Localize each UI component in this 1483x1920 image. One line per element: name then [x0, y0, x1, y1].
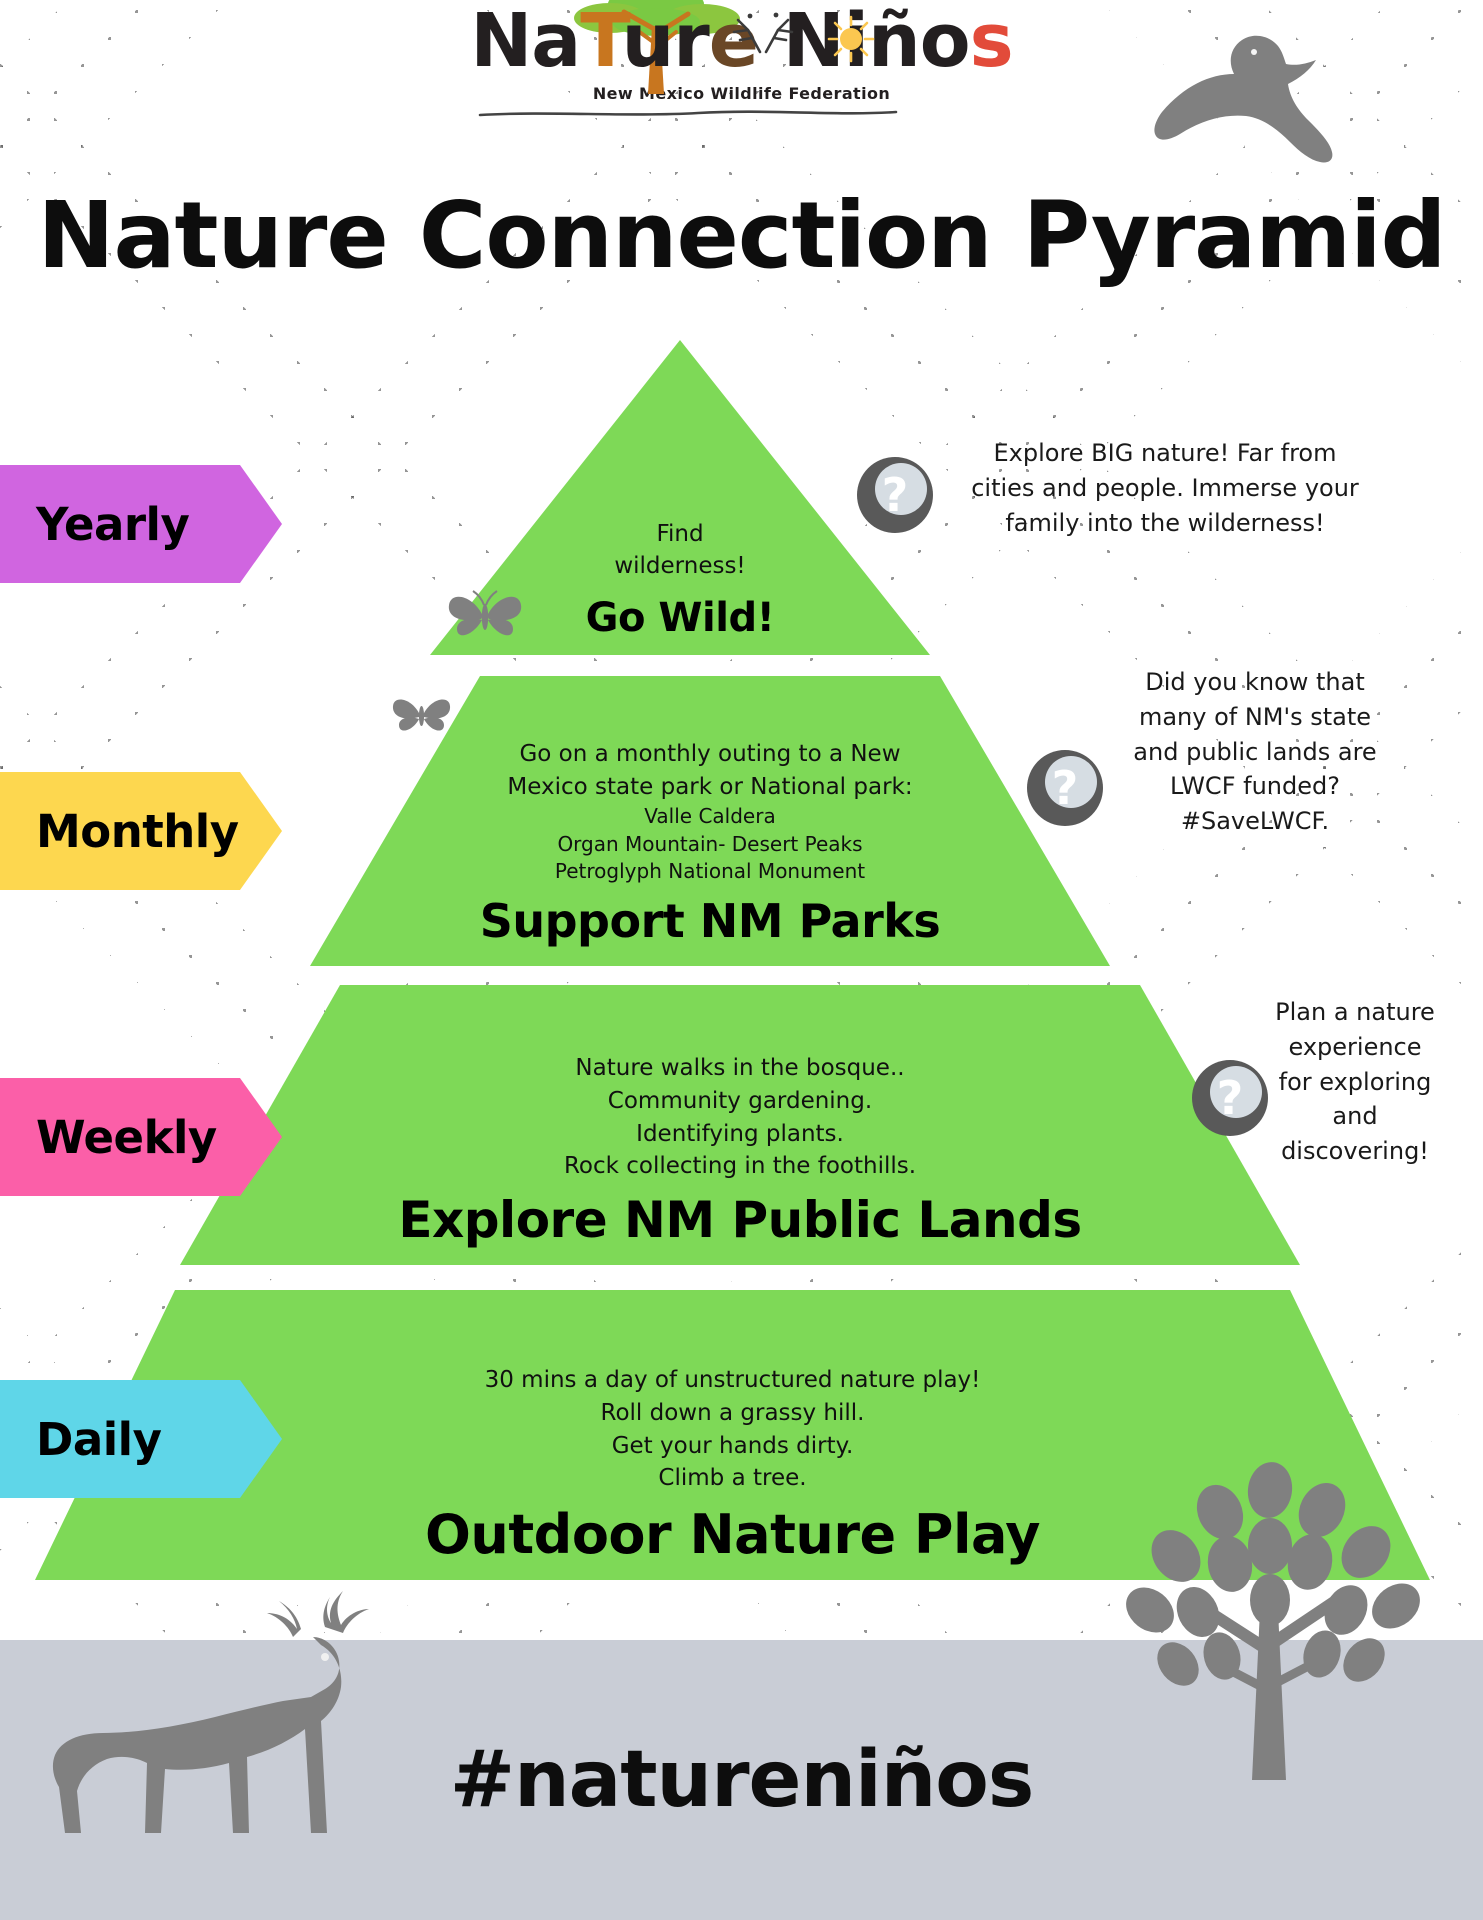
- frequency-flag-yearly[interactable]: Yearly: [0, 465, 282, 583]
- pyramid-tier-monthly: Go on a monthly outing to a New Mexico s…: [310, 676, 1110, 966]
- logo-text-ur: ur: [621, 0, 710, 84]
- tier-yearly-detail: Find wilderness!: [614, 520, 746, 580]
- tier-yearly-shape: [430, 340, 930, 655]
- tier-weekly-detail: Nature walks in the bosque.. Community g…: [563, 1055, 917, 1180]
- note-monthly: Did you know that many of NM's state and…: [1133, 668, 1377, 836]
- tier-monthly-detail: Go on a monthly outing to a New Mexico s…: [507, 740, 913, 800]
- flag-daily-label: Daily: [36, 1412, 162, 1466]
- butterfly-icon: [448, 590, 522, 636]
- footer-hashtag: #natureniños: [449, 1735, 1035, 1825]
- logo-text-na: Na: [470, 0, 581, 84]
- logo-text-t: T: [580, 0, 622, 84]
- pyramid-tier-daily: 30 mins a day of unstructured nature pla…: [35, 1290, 1430, 1580]
- tier-weekly-shape: [180, 985, 1300, 1265]
- tier-monthly-heading: Support NM Parks: [479, 894, 941, 948]
- tier-monthly-shape: [310, 676, 1110, 966]
- flag-yearly-label: Yearly: [36, 497, 190, 551]
- tier-monthly-park-list: Valle Caldera Organ Mountain- Desert Pea…: [554, 804, 866, 884]
- brand-tagline: New Mexico Wildlife Federation: [592, 84, 891, 103]
- flag-weekly-shape: [0, 1078, 282, 1196]
- logo-groundline: [479, 110, 898, 117]
- pyramid-tier-weekly: Nature walks in the bosque.. Community g…: [180, 985, 1300, 1265]
- question-glyph: ?: [1217, 1071, 1244, 1125]
- question-mark-icon[interactable]: ?: [1190, 1058, 1270, 1138]
- question-mark-icon[interactable]: ?: [1025, 748, 1105, 828]
- pyramid-tier-yearly: Find wilderness! Go Wild!: [430, 340, 930, 655]
- flag-daily-shape: [0, 1380, 282, 1498]
- brand-logo-block: NaTure Niños New Mexico Wildlife Federat…: [0, 0, 1483, 154]
- tree-icon: [1126, 1462, 1420, 1780]
- logo-wordmark-wrap: NaTure Niños: [470, 0, 1014, 117]
- flag-yearly-shape: [0, 465, 282, 583]
- flag-monthly-shape: [0, 772, 282, 890]
- butterfly-icon: [392, 699, 451, 731]
- logo-sun-icon: [828, 15, 875, 63]
- question-glyph: ?: [882, 468, 909, 522]
- question-mark-icon[interactable]: ?: [855, 455, 935, 535]
- flag-monthly-label: Monthly: [36, 804, 239, 858]
- note-yearly: Explore BIG nature! Far from cities and …: [971, 439, 1359, 537]
- tier-daily-detail: 30 mins a day of unstructured nature pla…: [484, 1367, 981, 1492]
- question-glyph: ?: [1052, 761, 1079, 815]
- logo-antler-icon: [733, 12, 794, 54]
- tier-yearly-heading: Go Wild!: [585, 595, 775, 641]
- tier-daily-shape: [35, 1290, 1430, 1580]
- tier-weekly-heading: Explore NM Public Lands: [398, 1191, 1082, 1249]
- frequency-flag-daily[interactable]: Daily: [0, 1380, 282, 1498]
- frequency-flag-monthly[interactable]: Monthly: [0, 772, 282, 890]
- page-title: Nature Connection Pyramid: [37, 182, 1446, 289]
- flag-weekly-label: Weekly: [36, 1110, 217, 1164]
- tier-daily-heading: Outdoor Nature Play: [425, 1503, 1040, 1566]
- note-weekly: Plan a nature experience for exploring a…: [1275, 998, 1435, 1166]
- logo-text-s: s: [969, 0, 1014, 84]
- deer-icon: [52, 1591, 369, 1833]
- bird-icon: [1154, 35, 1333, 163]
- frequency-flag-weekly[interactable]: Weekly: [0, 1078, 282, 1196]
